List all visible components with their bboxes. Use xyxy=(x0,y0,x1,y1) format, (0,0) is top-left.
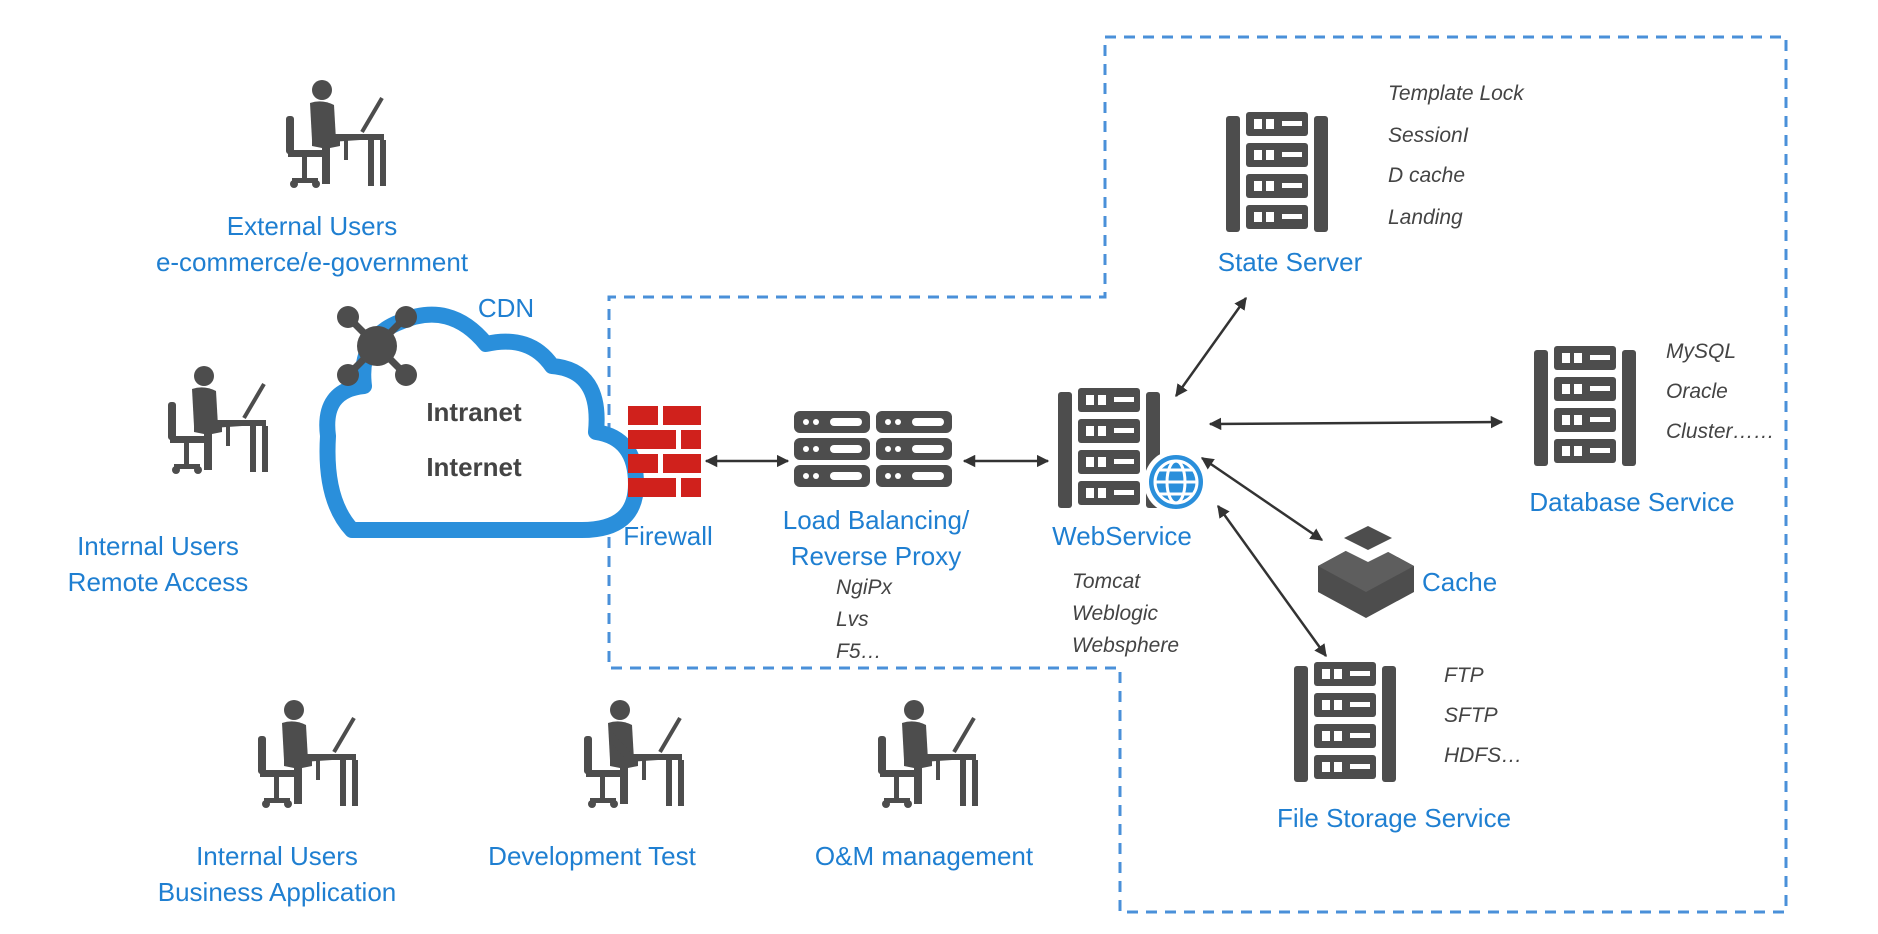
load-balancer-notes: NgiPx Lvs F5… xyxy=(836,576,893,663)
cdn-label: CDN xyxy=(477,293,535,323)
database-service-label: Database Service xyxy=(1529,487,1735,517)
load-balancer-label: Load Balancing/ Reverse Proxy xyxy=(782,505,970,571)
cloud-internet-label: Internet xyxy=(426,452,522,482)
person-at-desk-icon xyxy=(876,698,980,810)
link-web-state xyxy=(1174,296,1248,398)
cloud-intranet-label: Intranet xyxy=(426,397,522,427)
brick-wall-icon xyxy=(628,406,701,497)
om-management-label: O&M management xyxy=(814,841,1034,871)
remote-users-label: Internal Users Remote Access xyxy=(67,531,249,597)
globe-icon xyxy=(1144,450,1208,514)
cache-box-icon xyxy=(1318,526,1414,618)
external-users-label: External Users e-commerce/e-government xyxy=(155,211,469,277)
file-storage-notes: FTP SFTP HDFS… xyxy=(1444,664,1523,767)
cache-label: Cache xyxy=(1422,567,1498,597)
server-rack-icon xyxy=(794,411,952,487)
person-at-desk-icon xyxy=(256,698,360,810)
web-service-notes: Tomcat Weblogic Websphere xyxy=(1072,570,1180,657)
link-web-database xyxy=(1208,415,1504,431)
state-server-label: State Server xyxy=(1217,247,1363,277)
person-at-desk-icon xyxy=(166,364,270,476)
server-icon xyxy=(1226,112,1328,232)
server-icon xyxy=(1294,662,1396,782)
network-hub-icon xyxy=(337,306,417,386)
link-web-filestorage xyxy=(1216,504,1328,658)
business-users-label: Internal Users Business Application xyxy=(157,841,397,907)
connectors xyxy=(704,296,1504,658)
state-server-notes: Template Lock SessionI D cache Landing xyxy=(1388,82,1524,229)
server-icon xyxy=(1534,346,1636,466)
file-storage-label: File Storage Service xyxy=(1276,803,1512,833)
database-notes: MySQL Oracle Cluster…… xyxy=(1666,340,1775,443)
development-test-label: Development Test xyxy=(488,841,696,871)
server-icon xyxy=(1058,388,1160,508)
firewall-label: Firewall xyxy=(623,521,713,551)
link-web-cache xyxy=(1200,456,1324,542)
person-at-desk-icon xyxy=(284,78,388,190)
internal-network-boundary xyxy=(607,35,1788,914)
web-service-label: WebService xyxy=(1052,521,1192,551)
person-at-desk-icon xyxy=(582,698,686,810)
